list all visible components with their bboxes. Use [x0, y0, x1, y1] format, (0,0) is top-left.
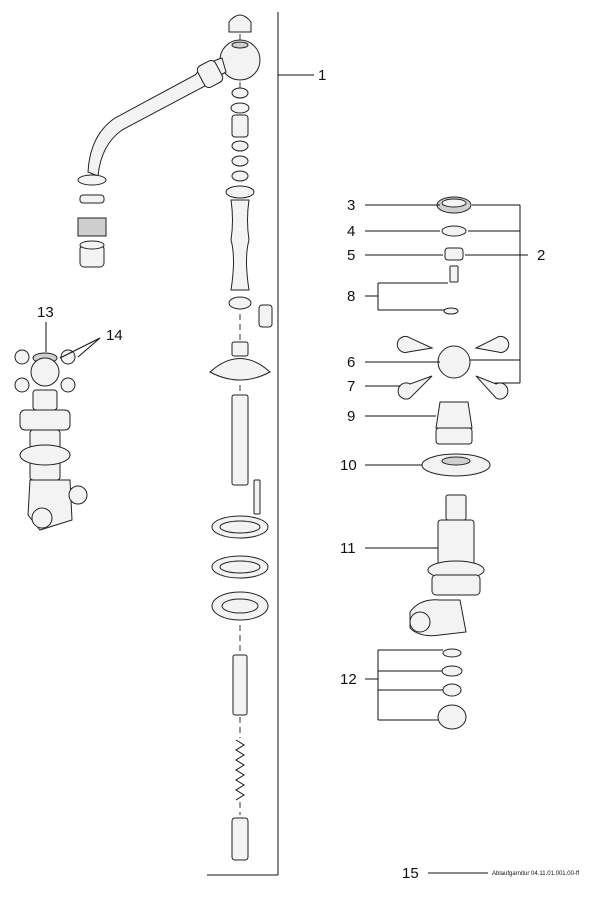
callout-6: 6 — [347, 354, 355, 371]
left-valve-assembly — [14, 349, 88, 531]
callout-4: 4 — [347, 223, 355, 240]
callout-15: 15 — [402, 865, 419, 882]
valve-assembly — [396, 196, 510, 730]
callout-9: 9 — [347, 408, 355, 425]
callout-14: 14 — [106, 327, 123, 344]
leader-lines — [45, 204, 528, 874]
callout-labels: 1 3 4 5 2 8 6 7 9 10 11 12 13 14 15 Abla… — [37, 67, 580, 882]
callout-3: 3 — [347, 197, 355, 214]
footer-code: Ablaufgarnitur 04.11.01.001.00-ff — [492, 871, 580, 877]
callout-11: 11 — [340, 540, 356, 557]
callout-5: 5 — [347, 247, 355, 264]
spout-assembly — [77, 12, 314, 876]
callout-13: 13 — [37, 304, 54, 321]
callout-10: 10 — [340, 457, 357, 474]
callout-1: 1 — [318, 67, 326, 84]
callout-12: 12 — [340, 671, 357, 688]
callout-8: 8 — [347, 288, 355, 305]
callout-2: 2 — [537, 247, 545, 264]
callout-7: 7 — [347, 378, 355, 395]
